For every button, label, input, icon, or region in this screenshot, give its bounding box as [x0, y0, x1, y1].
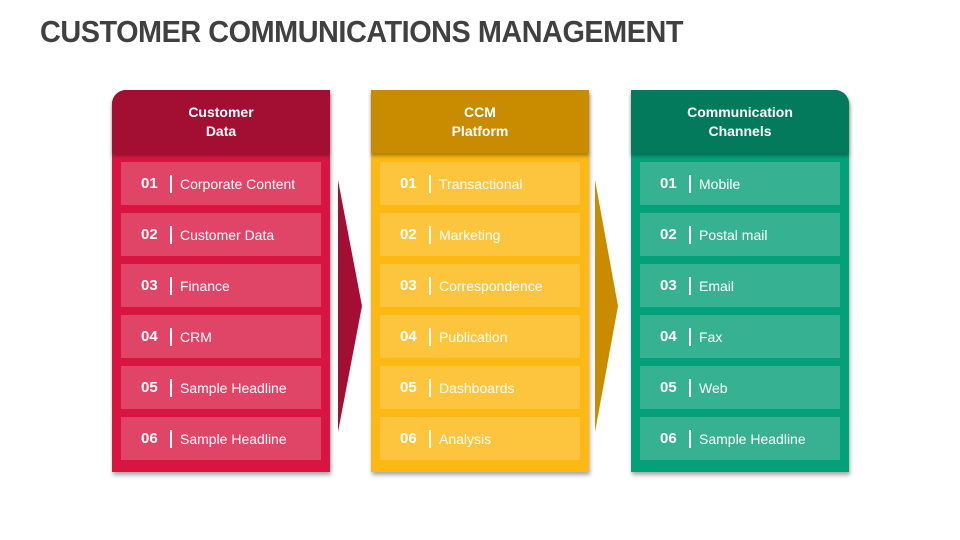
column-header-line2: Data — [205, 122, 237, 139]
list-item[interactable]: 01 Transactional — [380, 162, 580, 205]
list-item[interactable]: 03 Email — [640, 264, 840, 307]
arrow-right-icon — [595, 180, 618, 432]
item-label: Transactional — [439, 175, 523, 192]
item-label: Analysis — [439, 430, 492, 447]
slide-title: CUSTOMER COMMUNICATIONS MANAGEMENT — [40, 14, 683, 49]
item-number: 02 — [141, 226, 158, 243]
item-number: 03 — [400, 277, 417, 294]
item-number: 02 — [400, 226, 417, 243]
item-number: 02 — [660, 226, 677, 243]
separator — [170, 225, 172, 244]
list-item[interactable]: 05 Dashboards — [380, 366, 580, 409]
item-label: Publication — [439, 328, 508, 345]
item-number: 04 — [400, 328, 417, 345]
list-item[interactable]: 03 Correspondence — [380, 264, 580, 307]
item-label: CRM — [180, 328, 212, 345]
column-header-line1: CCM — [464, 103, 496, 120]
separator — [429, 429, 431, 448]
item-number: 01 — [660, 175, 677, 192]
item-label: Sample Headline — [699, 430, 806, 447]
separator — [689, 378, 691, 397]
item-label: Fax — [699, 328, 723, 345]
list-item[interactable]: 06 Analysis — [380, 417, 580, 460]
item-number: 05 — [660, 379, 677, 396]
separator — [429, 378, 431, 397]
separator — [170, 378, 172, 397]
list-item[interactable]: 01 Corporate Content — [121, 162, 321, 205]
column-header: Communication Channels — [631, 90, 849, 153]
separator — [170, 327, 172, 346]
list-item[interactable]: 03 Finance — [121, 264, 321, 307]
item-number: 03 — [141, 277, 158, 294]
item-label: Dashboards — [439, 379, 515, 396]
column-body: 01 Mobile 02 Postal mail 03 Email 04 Fax 05 W… — [631, 153, 849, 472]
separator — [170, 429, 172, 448]
item-number: 03 — [660, 277, 677, 294]
item-label: Customer Data — [180, 226, 275, 243]
separator — [429, 174, 431, 193]
arrow-right-icon — [338, 180, 362, 432]
separator — [429, 327, 431, 346]
list-item[interactable]: 04 Fax — [640, 315, 840, 358]
list-item[interactable]: 02 Marketing — [380, 213, 580, 256]
separator — [429, 276, 431, 295]
separator — [170, 276, 172, 295]
item-label: Corporate Content — [180, 175, 296, 192]
item-label: Postal mail — [699, 226, 768, 243]
item-number: 06 — [141, 430, 158, 447]
separator — [170, 174, 172, 193]
item-label: Email — [699, 277, 735, 294]
column-body: 01 Corporate Content 02 Customer Data 03 Fi… — [112, 153, 330, 472]
item-number: 04 — [660, 328, 677, 345]
item-number: 04 — [141, 328, 158, 345]
item-number: 05 — [141, 379, 158, 396]
column-header: CCM Platform — [371, 90, 589, 153]
list-item[interactable]: 04 CRM — [121, 315, 321, 358]
separator — [429, 225, 431, 244]
column-header-line2: Platform — [451, 122, 509, 139]
column-header-line2: Channels — [708, 122, 772, 139]
item-label: Sample Headline — [180, 430, 287, 447]
list-item[interactable]: 06 Sample Headline — [121, 417, 321, 460]
list-item[interactable]: 02 Postal mail — [640, 213, 840, 256]
column-body: 01 Transactional 02 Marketing 03 Correspond… — [371, 153, 589, 472]
separator — [689, 225, 691, 244]
item-number: 01 — [141, 175, 158, 192]
item-label: Finance — [180, 277, 230, 294]
separator — [689, 429, 691, 448]
list-item[interactable]: 02 Customer Data — [121, 213, 321, 256]
item-label: Correspondence — [439, 277, 543, 294]
item-number: 06 — [660, 430, 677, 447]
separator — [689, 276, 691, 295]
item-number: 06 — [400, 430, 417, 447]
item-label: Mobile — [699, 175, 741, 192]
separator — [689, 174, 691, 193]
column-header: Customer Data — [112, 90, 330, 153]
column-communication-channels: Communication Channels 01 Mobile 02 Postal… — [631, 90, 849, 472]
item-label: Sample Headline — [180, 379, 287, 396]
item-label: Marketing — [439, 226, 501, 243]
column-header-line1: Communication — [687, 103, 793, 120]
list-item[interactable]: 05 Web — [640, 366, 840, 409]
column-ccm-platform: CCM Platform 01 Transactional 02 Marketing… — [371, 90, 589, 472]
item-number: 01 — [400, 175, 417, 192]
list-item[interactable]: 04 Publication — [380, 315, 580, 358]
list-item[interactable]: 01 Mobile — [640, 162, 840, 205]
item-number: 05 — [400, 379, 417, 396]
separator — [689, 327, 691, 346]
column-header-line1: Customer — [188, 103, 254, 120]
list-item[interactable]: 05 Sample Headline — [121, 366, 321, 409]
column-customer-data: Customer Data 01 Corporate Content 02 Cust… — [112, 90, 330, 472]
item-label: Web — [699, 379, 728, 396]
list-item[interactable]: 06 Sample Headline — [640, 417, 840, 460]
